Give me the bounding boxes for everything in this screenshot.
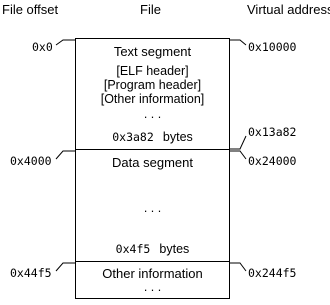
- data-segment-box: Data segment . . . 0x4f5 bytes: [75, 149, 230, 262]
- leader-address-text-end: [230, 135, 247, 150]
- text-segment-ellipsis: . . .: [143, 107, 162, 121]
- data-segment-title: Data segment: [112, 155, 193, 170]
- leader-address-text-start: [230, 39, 247, 46]
- leader-address-data-start: [230, 150, 247, 160]
- data-segment-size-unit: bytes: [159, 242, 190, 256]
- leader-offset-other-start: [55, 262, 75, 272]
- text-segment-size-value: 0x3a82: [112, 130, 154, 144]
- virtual-address-header: Virtual address: [247, 2, 330, 17]
- address-data-start: 0x24000: [248, 154, 297, 168]
- address-text-end: 0x13a82: [248, 125, 297, 139]
- leader-offset-data-start: [55, 150, 75, 160]
- text-segment-size: 0x3a82 bytes: [76, 130, 229, 144]
- offset-other-start: 0x44f5: [10, 266, 52, 280]
- leader-address-other-start: [230, 262, 247, 272]
- offset-text-start: 0x0: [32, 40, 53, 54]
- text-segment-box: Text segment [ELF header] [Program heade…: [75, 38, 230, 150]
- text-segment-line-elf-header: [ELF header]: [116, 64, 189, 78]
- text-segment-line-other-information: [Other information]: [100, 92, 205, 106]
- data-segment-size-value: 0x4f5: [115, 242, 151, 256]
- text-segment-line-program-header: [Program header]: [103, 78, 202, 92]
- address-text-start: 0x10000: [248, 40, 297, 54]
- address-other-start: 0x244f5: [248, 266, 297, 280]
- data-segment-ellipsis: . . .: [143, 201, 162, 215]
- other-information-title: Other information: [102, 266, 203, 281]
- text-segment-title: Text segment: [113, 44, 192, 59]
- text-segment-size-unit: bytes: [162, 130, 193, 144]
- other-information-ellipsis: . . .: [143, 280, 162, 294]
- data-segment-size: 0x4f5 bytes: [76, 242, 229, 256]
- leader-offset-text-start: [55, 39, 75, 46]
- file-header: File: [140, 2, 161, 17]
- file-offset-header: File offset: [2, 2, 59, 17]
- other-information-box: Other information . . .: [75, 261, 230, 299]
- offset-data-start: 0x4000: [10, 154, 52, 168]
